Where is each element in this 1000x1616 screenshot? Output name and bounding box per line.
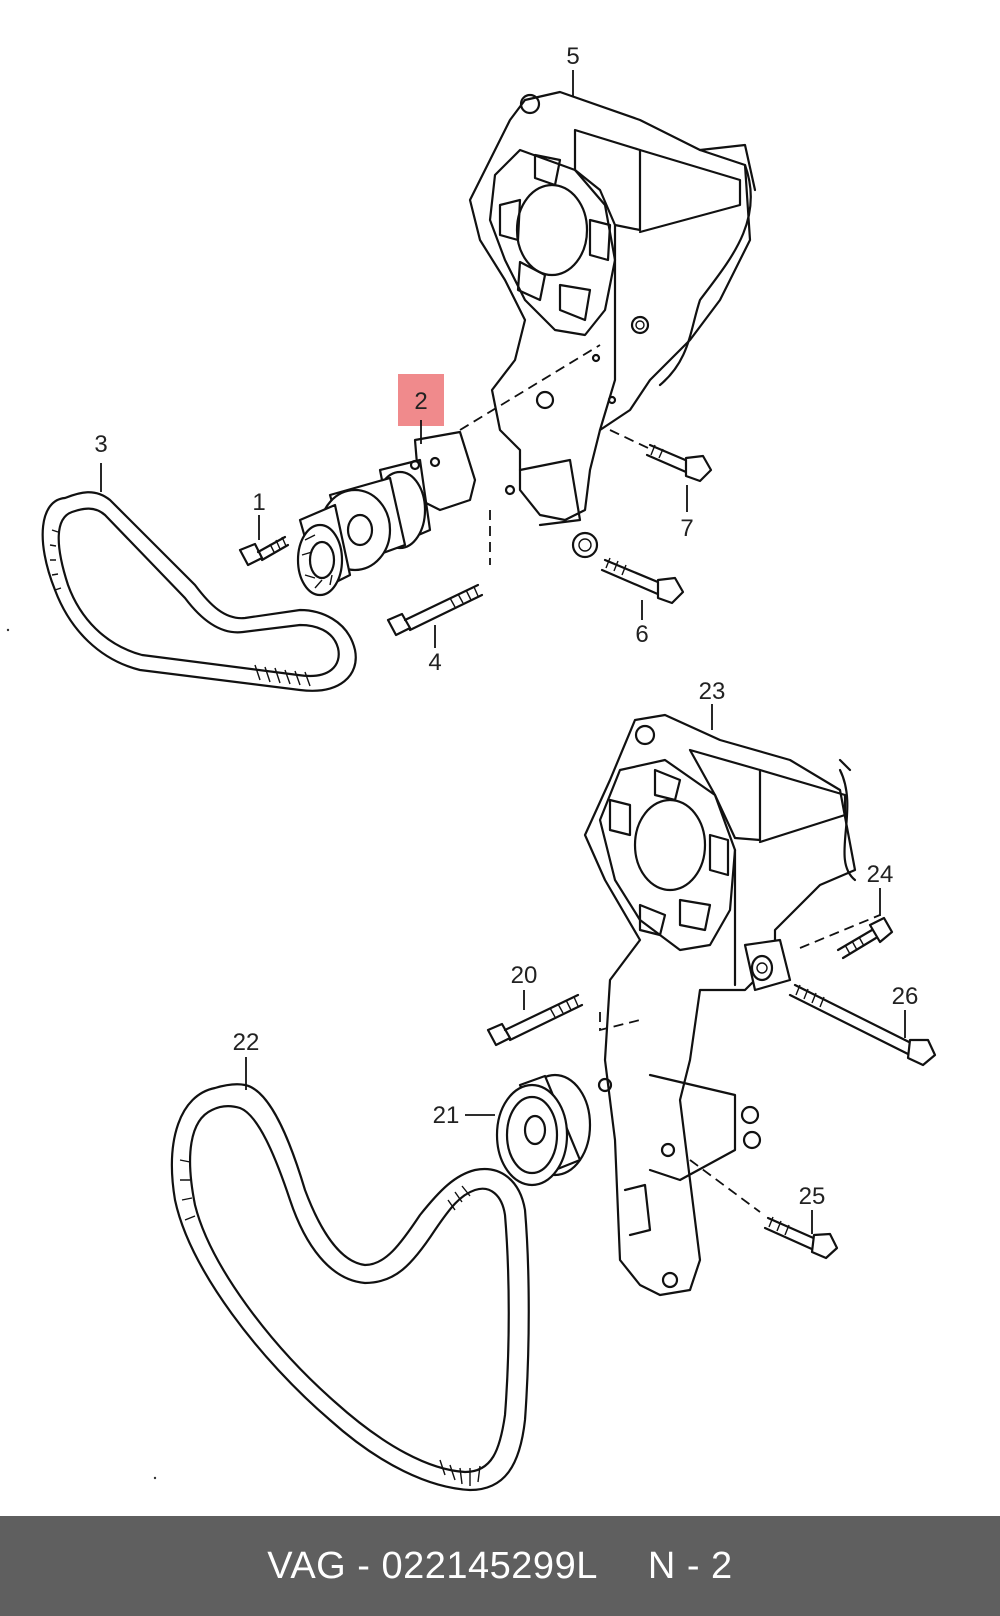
bolt-25 <box>763 1216 839 1260</box>
axis-line <box>599 1012 641 1032</box>
stray-mark <box>6 628 10 632</box>
axis-line <box>689 1159 761 1213</box>
idler-pulley <box>495 1073 592 1187</box>
callout-4: 4 <box>428 649 441 676</box>
callout-21: 21 <box>433 1102 460 1129</box>
callout-24: 24 <box>867 861 894 888</box>
callout-1: 1 <box>252 489 265 516</box>
bolt-26 <box>788 983 937 1067</box>
bracket-lower <box>583 713 857 1297</box>
callout-3: 3 <box>94 431 107 458</box>
part-number: VAG - 022145299L <box>267 1544 598 1587</box>
bolt-6 <box>600 557 685 605</box>
bolt-20 <box>486 993 584 1047</box>
callout-23: 23 <box>699 678 726 705</box>
callout-2-highlight <box>398 374 444 426</box>
ribbed-belt-lower <box>170 1083 530 1492</box>
page-reference: N - 2 <box>647 1544 733 1587</box>
callout-leaders <box>100 70 906 1234</box>
belt-tensioner <box>296 430 477 597</box>
axis-line <box>609 429 649 449</box>
part-number-footer: VAG - 022145299L N - 2 <box>0 1516 1000 1616</box>
bolt-7 <box>645 443 713 483</box>
parts-diagram: 1 2 3 4 5 6 7 20 21 22 23 24 25 26 <box>6 43 937 1492</box>
axis-line <box>459 344 601 431</box>
callout-25: 25 <box>799 1183 826 1210</box>
axis-line <box>799 914 881 949</box>
bolt-1 <box>238 535 290 567</box>
bracket-upper <box>468 90 757 559</box>
callout-7: 7 <box>680 515 693 542</box>
callout-6: 6 <box>635 621 648 648</box>
callout-22: 22 <box>233 1029 260 1056</box>
callout-5: 5 <box>566 43 579 70</box>
callout-26: 26 <box>892 983 919 1010</box>
ribbed-belt-upper <box>41 491 357 692</box>
callout-2: 2 <box>414 388 427 415</box>
bolt-24 <box>836 916 894 960</box>
bolt-4 <box>386 583 484 637</box>
callout-20: 20 <box>511 962 538 989</box>
stray-mark <box>153 1476 157 1480</box>
